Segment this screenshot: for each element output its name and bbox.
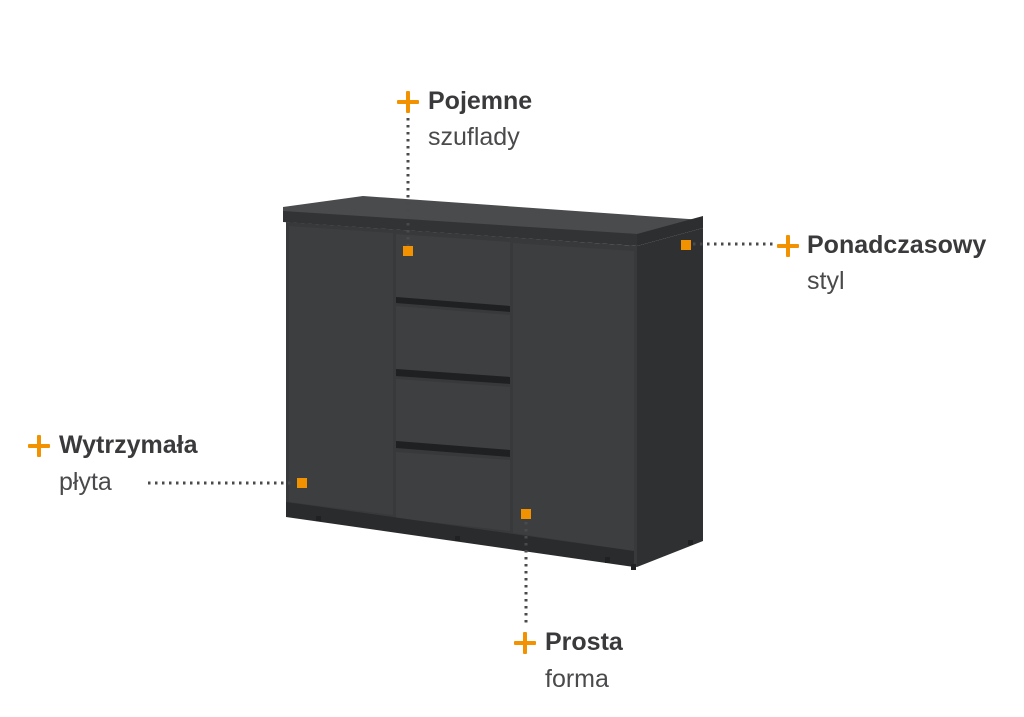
plus-icon: [397, 91, 419, 113]
callout-markers: [297, 240, 691, 519]
drawer-3: [396, 379, 510, 450]
marker-board: [297, 478, 307, 488]
dresser-foot: [631, 564, 636, 570]
feature-drawers-subtitle: szuflady: [428, 123, 520, 151]
dresser-foot: [455, 536, 460, 541]
dresser-foot: [688, 540, 693, 545]
dresser-foot: [316, 516, 321, 521]
dresser: [283, 196, 703, 570]
marker-drawers: [403, 246, 413, 256]
feature-form-subtitle: forma: [545, 665, 609, 693]
dresser-side-panel: [637, 228, 703, 567]
feature-board-subtitle: płyta: [59, 468, 112, 496]
right-door: [513, 243, 634, 551]
plus-icon: [514, 632, 536, 654]
feature-board-title: Wytrzymała: [59, 431, 198, 459]
feature-form-title: Prosta: [545, 628, 623, 656]
left-door: [289, 226, 393, 515]
feature-style-subtitle: styl: [807, 267, 845, 295]
drawer-2-handle: [396, 369, 510, 384]
marker-style: [681, 240, 691, 250]
plus-icon: [777, 235, 799, 257]
dresser-top-side-edge: [637, 216, 703, 246]
callout-lines: [148, 118, 773, 624]
dresser-plinth: [286, 502, 634, 567]
marker-form: [521, 509, 531, 519]
feature-drawers-title: Pojemne: [428, 87, 533, 115]
dresser-top: [283, 196, 703, 238]
plus-icon: [28, 435, 50, 457]
drawer-3-handle: [396, 441, 510, 457]
drawer-2: [396, 306, 510, 377]
drawer-1-handle: [396, 297, 510, 312]
drawer-1: [396, 234, 510, 306]
feature-style-title: Ponadczasowy: [807, 231, 987, 259]
drawer-4: [396, 452, 510, 531]
dresser-foot: [605, 557, 610, 563]
dresser-top-front-edge: [283, 211, 637, 246]
